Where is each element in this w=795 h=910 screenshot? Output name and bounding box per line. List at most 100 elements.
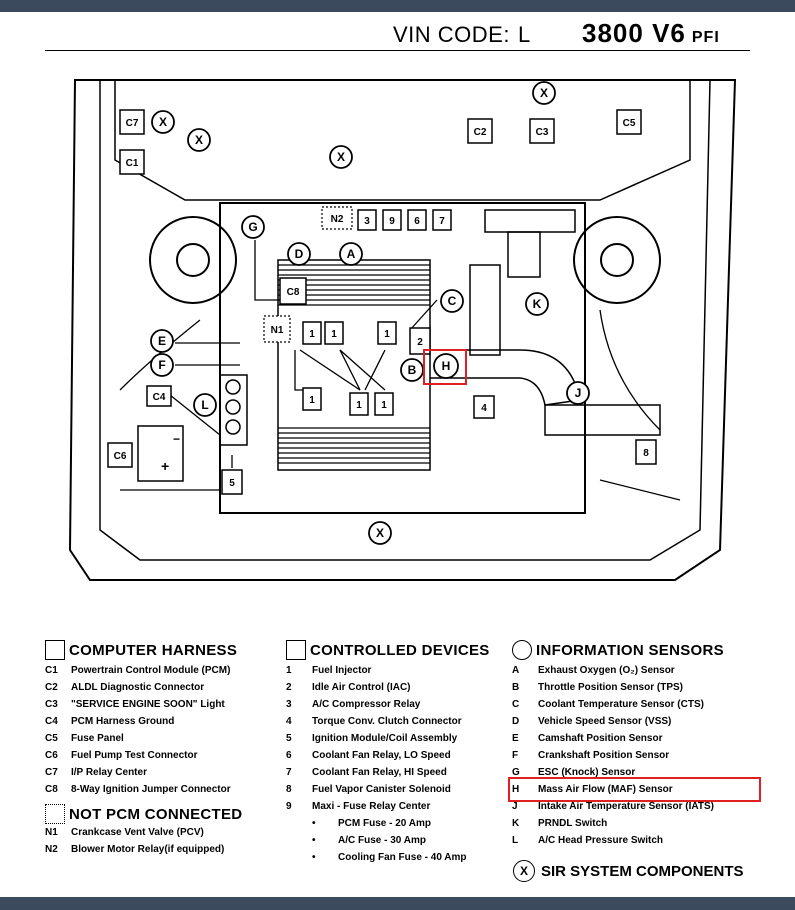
injector-1c: 1: [377, 321, 397, 345]
square-symbol-icon: [286, 640, 306, 660]
sir-title: SIR SYSTEM COMPONENTS: [541, 862, 744, 880]
reservoir: [507, 231, 541, 278]
svg-text:1: 1: [331, 329, 337, 340]
header-rule: [45, 50, 750, 51]
sensor-h-circle: H: [433, 353, 459, 379]
sir-legend: X SIR SYSTEM COMPONENTS: [513, 860, 744, 882]
svg-text:D: D: [295, 247, 304, 261]
list-subitem: •PCM Fuse - 20 Amp: [312, 818, 431, 829]
device-4-box: 4: [473, 395, 495, 419]
svg-text:E: E: [158, 334, 166, 348]
engine-label: 3800 V6 PFI: [582, 18, 720, 49]
sir-x-5: X: [368, 521, 392, 545]
svg-text:1: 1: [309, 329, 315, 340]
square-symbol-icon: [45, 640, 65, 660]
c3-box: C3: [529, 118, 555, 144]
list-item: C3"SERVICE ENGINE SOON" Light: [45, 699, 225, 710]
svg-text:C8: C8: [287, 287, 300, 298]
sir-x-4: X: [532, 81, 556, 105]
engine-block: [219, 202, 586, 514]
engine-suffix: PFI: [691, 29, 720, 46]
sensor-e-circle: E: [150, 329, 174, 353]
svg-text:C6: C6: [114, 451, 127, 462]
svg-text:8: 8: [643, 448, 649, 459]
c2-box: C2: [467, 118, 493, 144]
svg-text:3: 3: [364, 216, 370, 227]
sir-x-2: X: [187, 128, 211, 152]
maf-highlight-box: [423, 349, 467, 385]
svg-text:9: 9: [389, 216, 395, 227]
computer-harness-title: COMPUTER HARNESS: [45, 640, 280, 660]
sensor-j-circle: J: [566, 381, 590, 405]
battery-plus: +: [161, 458, 169, 474]
body-inner-outline: [99, 79, 711, 561]
list-subitem: •Cooling Fan Fuse - 40 Amp: [312, 852, 467, 863]
svg-text:6: 6: [414, 216, 420, 227]
svg-text:H: H: [442, 359, 451, 373]
svg-text:C: C: [448, 294, 457, 308]
c4-box: C4: [146, 385, 172, 407]
sensor-k-circle: K: [525, 292, 549, 316]
sensor-d-circle: D: [287, 242, 311, 266]
svg-text:X: X: [376, 526, 384, 540]
svg-text:G: G: [248, 220, 257, 234]
sensor-b-circle: B: [400, 358, 424, 382]
fuel-rail: [484, 209, 576, 233]
vin-value: L: [517, 22, 531, 47]
device-7-box: 7: [432, 209, 452, 231]
svg-text:X: X: [159, 115, 167, 129]
svg-text:F: F: [158, 358, 165, 372]
air-cleaner: [544, 404, 661, 436]
sir-x-1: X: [151, 110, 175, 134]
sensor-f-circle: F: [150, 353, 174, 377]
left-strut: [149, 216, 237, 304]
svg-text:7: 7: [439, 216, 445, 227]
svg-text:C4: C4: [153, 392, 166, 403]
device-6-box: 6: [407, 209, 427, 231]
svg-text:N2: N2: [331, 214, 344, 225]
ignition-module: [219, 374, 248, 446]
right-strut-inner: [600, 243, 634, 277]
injector-1f: 1: [374, 392, 394, 416]
diagram-header: VIN CODE: L 3800 V6 PFI: [0, 18, 795, 54]
bottom-bar: [0, 897, 795, 910]
device-8-box: 8: [635, 439, 657, 465]
svg-text:B: B: [408, 363, 417, 377]
x-circle-icon: X: [513, 860, 535, 882]
c8-box: C8: [279, 277, 307, 305]
vin-label: VIN CODE:: [393, 22, 510, 47]
device-5-box: 5: [221, 469, 243, 495]
svg-text:L: L: [201, 398, 208, 412]
svg-text:2: 2: [417, 337, 423, 348]
svg-text:1: 1: [384, 329, 390, 340]
svg-text:C7: C7: [126, 118, 139, 129]
battery: [137, 425, 184, 482]
injector-1a: 1: [302, 321, 322, 345]
information-sensors-title: INFORMATION SENSORS: [512, 640, 757, 660]
engine-name: 3800 V6: [582, 18, 686, 48]
svg-text:1: 1: [309, 395, 315, 406]
svg-text:1: 1: [381, 400, 387, 411]
sir-x-3: X: [329, 145, 353, 169]
